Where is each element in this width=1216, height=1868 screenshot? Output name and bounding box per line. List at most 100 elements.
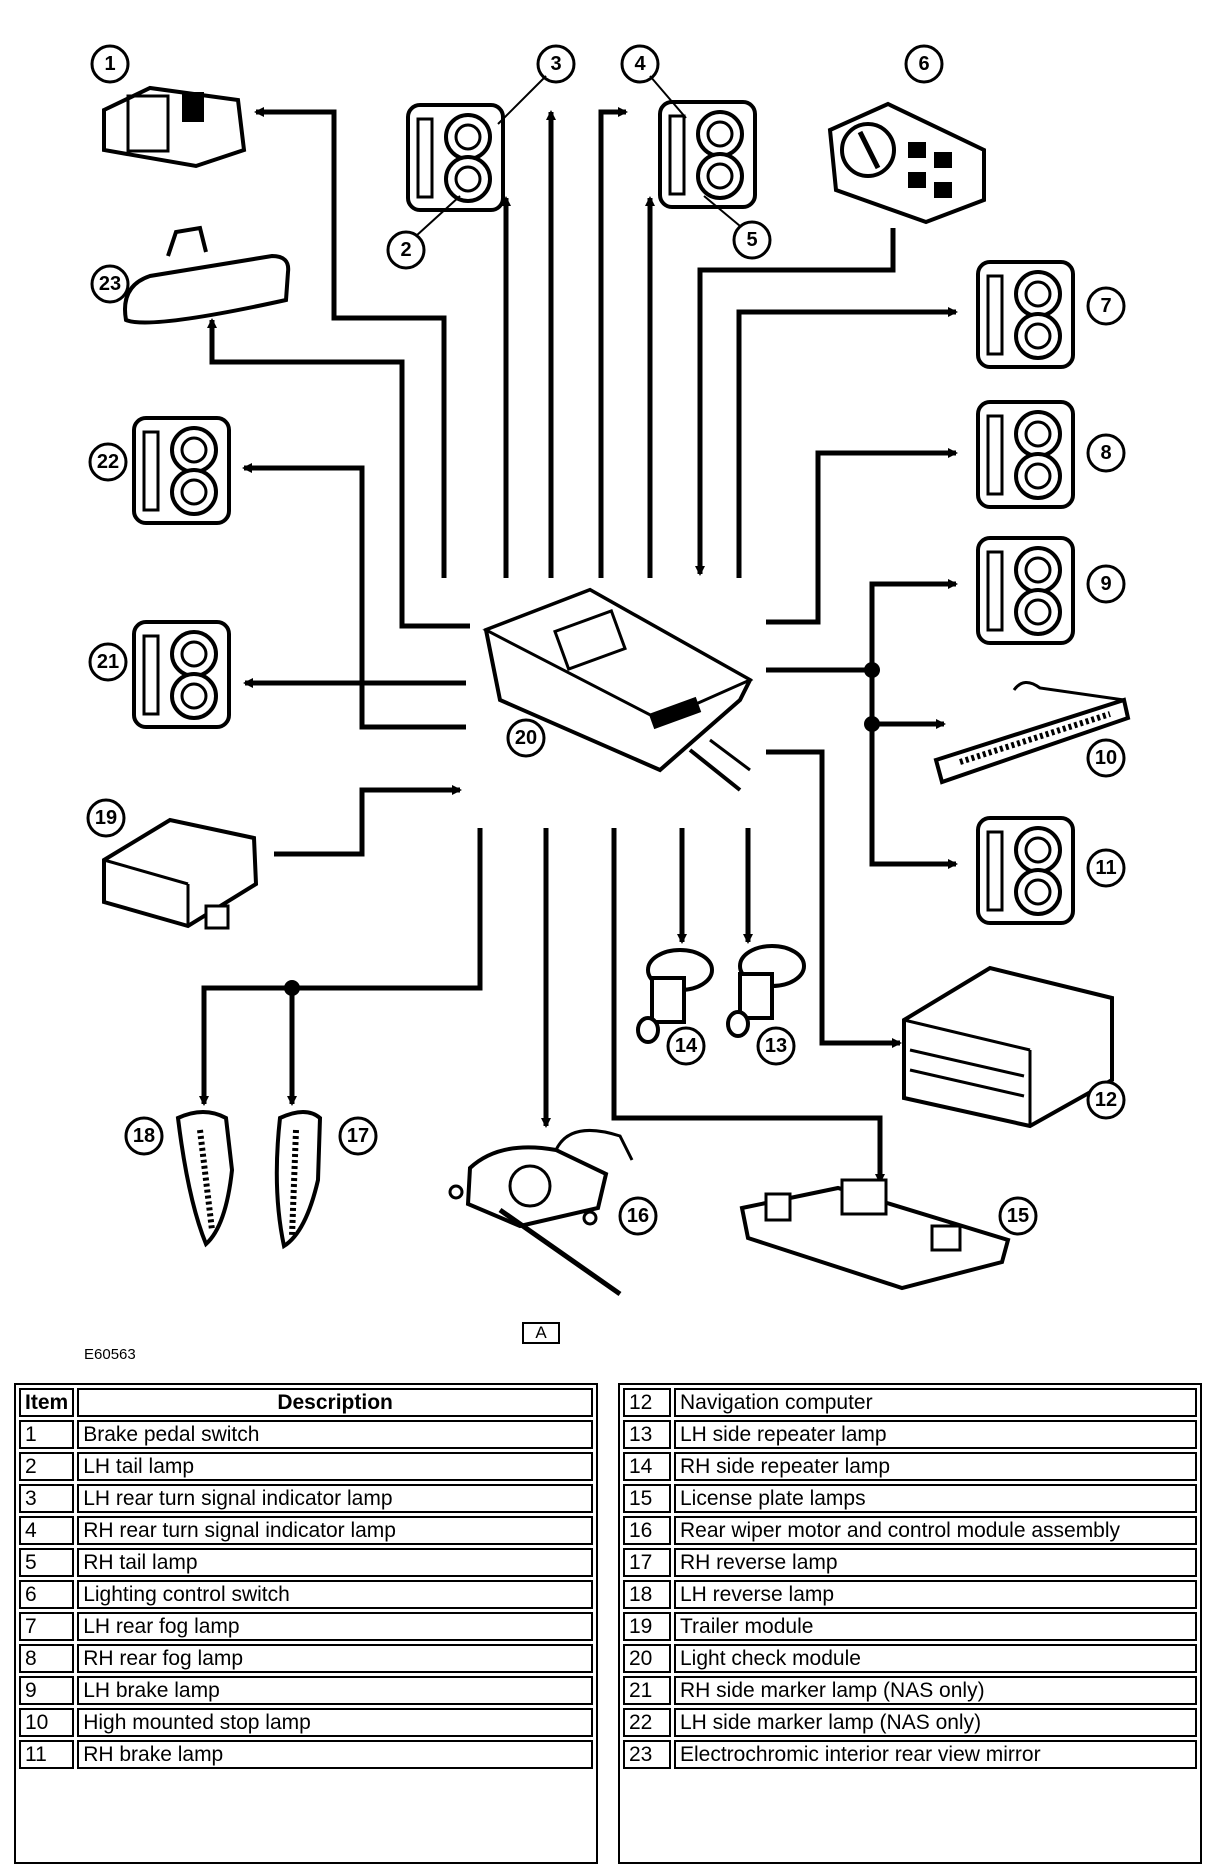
- item-number-cell: 10: [19, 1708, 75, 1737]
- description-column-header: Description: [77, 1388, 593, 1417]
- callout-circle: [1086, 1080, 1126, 1120]
- description-cell: LH rear fog lamp: [77, 1612, 593, 1641]
- item-number-cell: 18: [623, 1580, 671, 1609]
- item-number-cell: 9: [19, 1676, 75, 1705]
- callout-23: 23: [99, 273, 121, 295]
- description-cell: Trailer module: [674, 1612, 1197, 1641]
- license-plate-lamps-drawing: [739, 1178, 1011, 1291]
- callout-18: 18: [133, 1125, 155, 1147]
- wire-8: [766, 448, 958, 625]
- callout-5: 5: [746, 229, 757, 251]
- wire-9-10-11: [766, 667, 958, 869]
- trailer-module-drawing: [102, 817, 259, 930]
- item-number-cell: 3: [19, 1484, 75, 1513]
- callout-circle: [620, 44, 660, 84]
- brake-pedal-switch-drawing: [102, 85, 247, 169]
- description-cell: LH side marker lamp (NAS only): [674, 1708, 1197, 1737]
- description-cell: High mounted stop lamp: [77, 1708, 593, 1737]
- description-cell: RH brake lamp: [77, 1740, 593, 1769]
- description-cell: Rear wiper motor and control module asse…: [674, 1516, 1197, 1545]
- rh-side-repeater-lamp-drawing: [636, 948, 714, 1044]
- callout-circle: [124, 1116, 164, 1156]
- callout-1: 1: [104, 53, 115, 75]
- callout-21: 21: [97, 651, 119, 673]
- description-cell: LH side repeater lamp: [674, 1420, 1197, 1449]
- callout-circle: [90, 264, 130, 304]
- wire-15: [611, 828, 885, 1184]
- callout-16: 16: [627, 1205, 649, 1227]
- junction-dot: [864, 662, 880, 678]
- description-cell: RH side repeater lamp: [674, 1452, 1197, 1481]
- description-cell: Electrochromic interior rear view mirror: [674, 1740, 1197, 1769]
- item-number-cell: 16: [623, 1516, 671, 1545]
- item-number-cell: 12: [623, 1388, 671, 1417]
- item-number-cell: 8: [19, 1644, 75, 1673]
- item-number-cell: 22: [623, 1708, 671, 1737]
- callout-leader: [415, 195, 461, 237]
- description-cell: RH tail lamp: [77, 1548, 593, 1577]
- table-header-row: Item Description: [19, 1388, 593, 1417]
- lh-brake-lamp-drawing: [976, 536, 1075, 645]
- description-cell: LH reverse lamp: [674, 1580, 1197, 1609]
- description-cell: LH brake lamp: [77, 1676, 593, 1705]
- item-number-cell: 15: [623, 1484, 671, 1513]
- callout-9: 9: [1100, 573, 1111, 595]
- item-number-cell: 17: [623, 1548, 671, 1577]
- wire-9: [869, 579, 958, 670]
- callout-14: 14: [675, 1035, 698, 1057]
- item-number-cell: 20: [623, 1644, 671, 1673]
- callout-circle: [904, 44, 944, 84]
- callout-2: 2: [400, 239, 411, 261]
- junction-dot: [864, 716, 880, 732]
- callout-circle: [1086, 738, 1126, 778]
- description-cell: Brake pedal switch: [77, 1420, 593, 1449]
- description-cell: RH rear turn signal indicator lamp: [77, 1516, 593, 1545]
- wire-18: [199, 828, 483, 1106]
- description-cell: RH rear fog lamp: [77, 1644, 593, 1673]
- callout-circle: [1086, 286, 1126, 326]
- wire-23: [207, 318, 470, 629]
- item-number-cell: 11: [19, 1740, 75, 1769]
- callout-leader: [649, 75, 687, 119]
- callout-circle: [1086, 564, 1126, 604]
- figure-code: E60563: [84, 1346, 136, 1363]
- lh-side-repeater-lamp-drawing: [726, 944, 806, 1038]
- rh-rear-fog-lamp-drawing: [976, 400, 1075, 509]
- callout-circle: [666, 1026, 706, 1066]
- callout-circle: [86, 798, 126, 838]
- callout-leader: [703, 195, 741, 227]
- lh-reverse-lamp-drawing: [175, 1110, 235, 1248]
- wire-19: [274, 785, 462, 857]
- wire-12: [766, 749, 902, 1048]
- item-column-header: Item: [19, 1388, 75, 1417]
- item-number-cell: 2: [19, 1452, 75, 1481]
- callout-20: 20: [515, 727, 537, 749]
- description-cell: RH reverse lamp: [674, 1548, 1197, 1577]
- rh-tail-lamp-drawing: [658, 100, 757, 209]
- rear-view-mirror-drawing: [123, 225, 291, 325]
- item-number-cell: 19: [623, 1612, 671, 1641]
- callout-8: 8: [1100, 442, 1111, 464]
- callout-circles: [86, 44, 1126, 1236]
- description-cell: Lighting control switch: [77, 1580, 593, 1609]
- callout-13: 13: [765, 1035, 787, 1057]
- callout-15: 15: [1007, 1205, 1029, 1227]
